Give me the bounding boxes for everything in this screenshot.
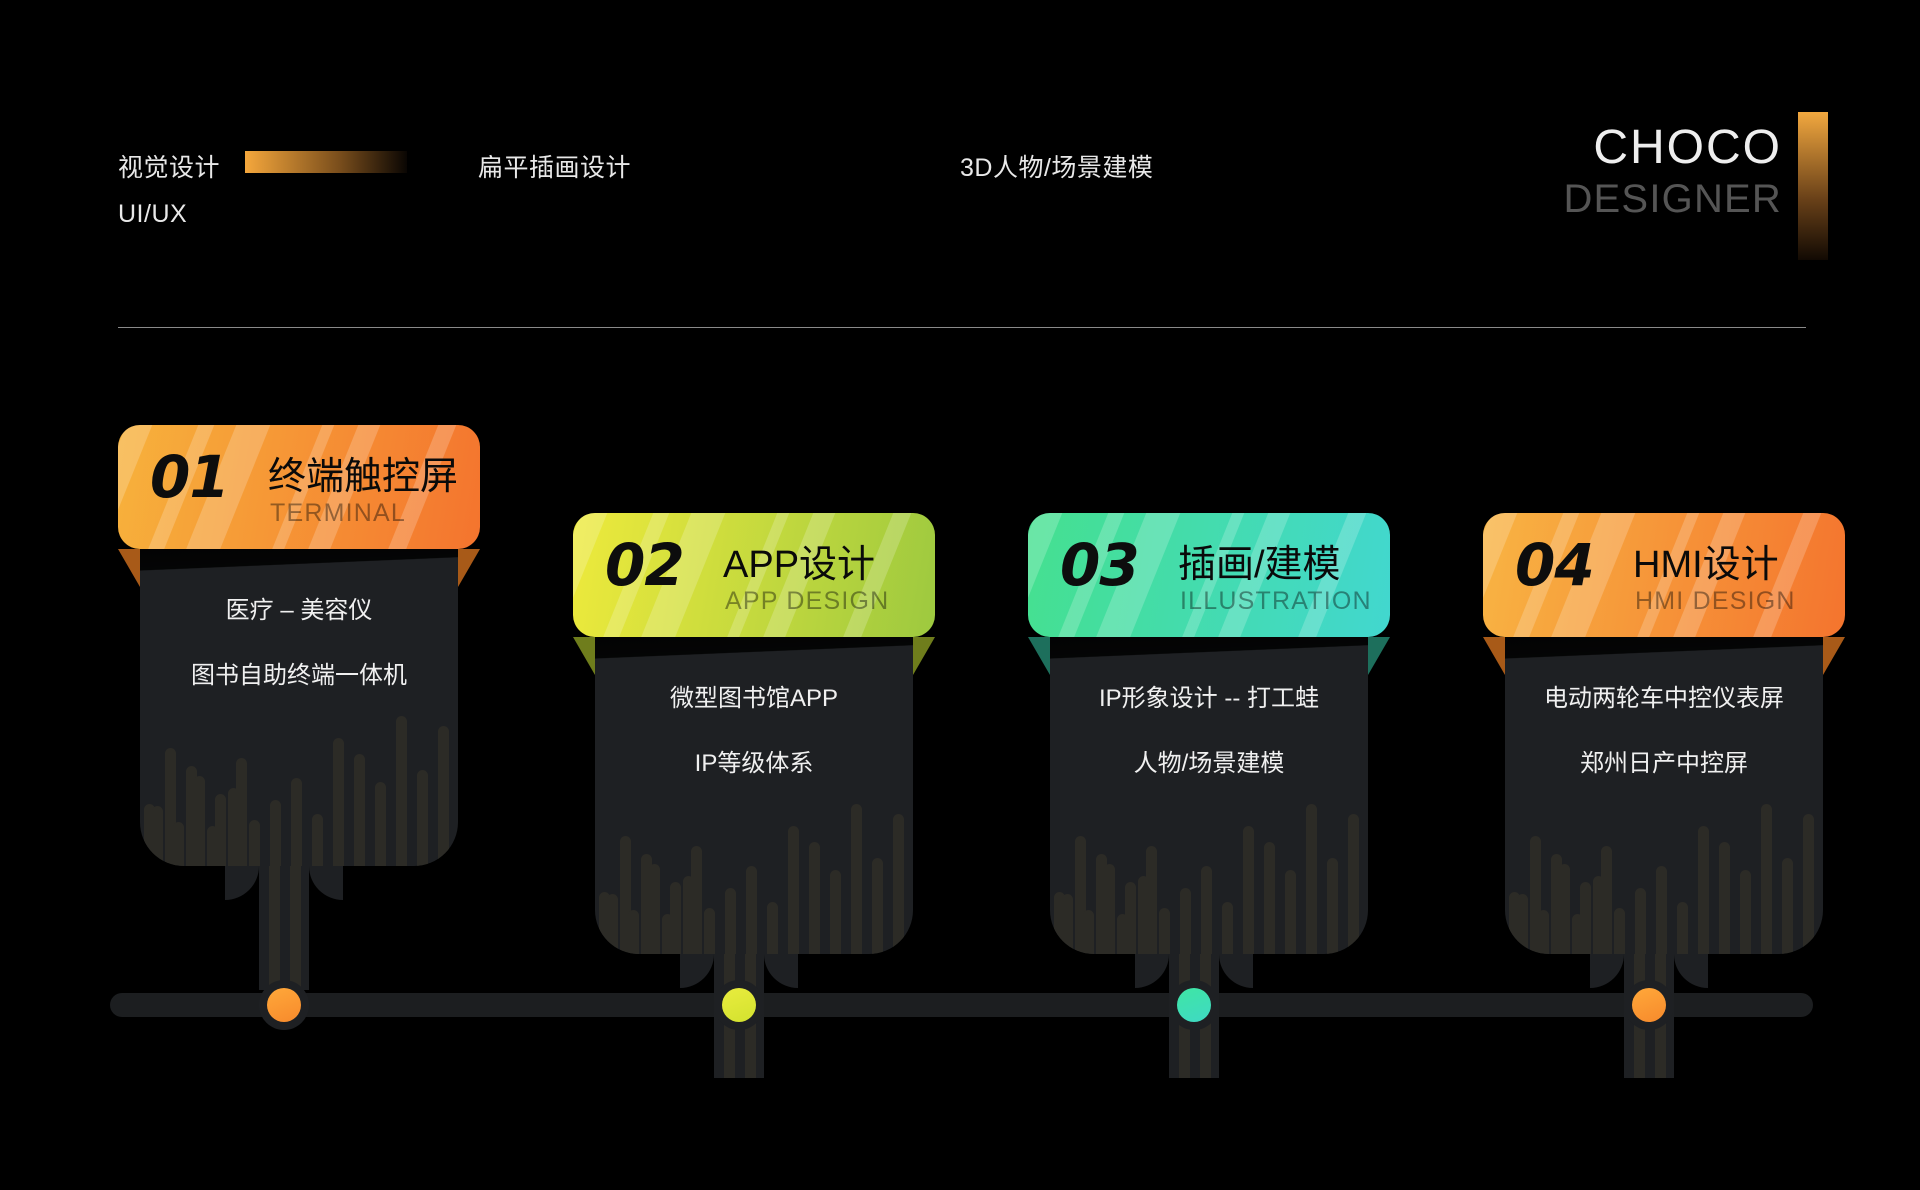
timeline-dot-01[interactable] <box>259 965 309 1045</box>
timeline-dot-02[interactable] <box>714 965 764 1045</box>
ribbon-fold-right <box>1823 637 1845 675</box>
card-body-panel <box>1050 629 1368 954</box>
card-subtitle: TERMINAL <box>270 499 407 527</box>
timeline-dot-core <box>1177 988 1211 1022</box>
card-number: 03 <box>1060 531 1140 599</box>
card-body-panel <box>1505 629 1823 954</box>
timeline-dot-core <box>267 988 301 1022</box>
ribbon-fold-left <box>1483 637 1505 675</box>
bar-decoration <box>1505 764 1823 954</box>
logo-accent-bar <box>1798 112 1828 260</box>
ribbon-fold-right <box>1368 637 1390 675</box>
card-title: APP设计 <box>723 544 876 586</box>
timeline-dot-core <box>1632 988 1666 1022</box>
card-subtitle: HMI DESIGN <box>1635 587 1796 615</box>
ribbon-fold-right <box>913 637 935 675</box>
card-body-line: 人物/场景建模 <box>1133 750 1285 777</box>
card-body-line: 图书自助终端一体机 <box>191 662 407 689</box>
header-tag-flat-illustration: 扁平插画设计 <box>478 154 632 182</box>
ribbon-fold-right <box>458 549 480 587</box>
card-body-line: IP形象设计 -- 打工蛙 <box>1099 685 1319 712</box>
page-header: 视觉设计 UI/UX 扁平插画设计 3D人物/场景建模 CHOCO DESIGN… <box>0 0 1920 330</box>
card-body-line: IP等级体系 <box>694 750 814 777</box>
brand-logo: CHOCO DESIGNER <box>1538 112 1828 260</box>
logo-primary-text: CHOCO <box>1593 121 1782 174</box>
bar-decoration <box>1050 764 1368 954</box>
card-number: 04 <box>1515 531 1595 599</box>
card-body-line: 郑州日产中控屏 <box>1580 750 1748 777</box>
bar-decoration <box>595 764 913 954</box>
card-title: 终端触控屏 <box>268 456 459 498</box>
card-number: 02 <box>605 531 685 599</box>
logo-secondary-text: DESIGNER <box>1563 177 1782 221</box>
timeline-dot-core <box>722 988 756 1022</box>
card-title: HMI设计 <box>1633 544 1779 586</box>
card-number: 01 <box>150 443 230 511</box>
card-title: 插画/建模 <box>1178 544 1341 586</box>
header-tag-visual-design: 视觉设计 <box>118 154 221 182</box>
ribbon-fold-left <box>118 549 140 587</box>
ribbon-fold-left <box>573 637 595 675</box>
card-subtitle: APP DESIGN <box>725 587 890 615</box>
card-body-line: 医疗 – 美容仪 <box>225 597 373 624</box>
card-body-panel <box>140 541 458 866</box>
timeline-track <box>110 993 1813 1017</box>
timeline-dot-03[interactable] <box>1169 965 1219 1045</box>
ribbon-fold-left <box>1028 637 1050 675</box>
timeline-dot-04[interactable] <box>1624 965 1674 1045</box>
card-stem <box>259 866 309 990</box>
bar-decoration <box>140 676 458 866</box>
card-body-line: 电动两轮车中控仪表屏 <box>1544 685 1784 712</box>
header-accent-bar <box>245 151 407 173</box>
header-tag-3d-modeling: 3D人物/场景建模 <box>960 154 1154 182</box>
card-body-line: 微型图书馆APP <box>669 685 839 712</box>
header-divider <box>118 327 1806 328</box>
card-subtitle: ILLUSTRATION <box>1180 587 1372 615</box>
header-tag-ui-ux: UI/UX <box>118 200 188 228</box>
card-body-panel <box>595 629 913 954</box>
